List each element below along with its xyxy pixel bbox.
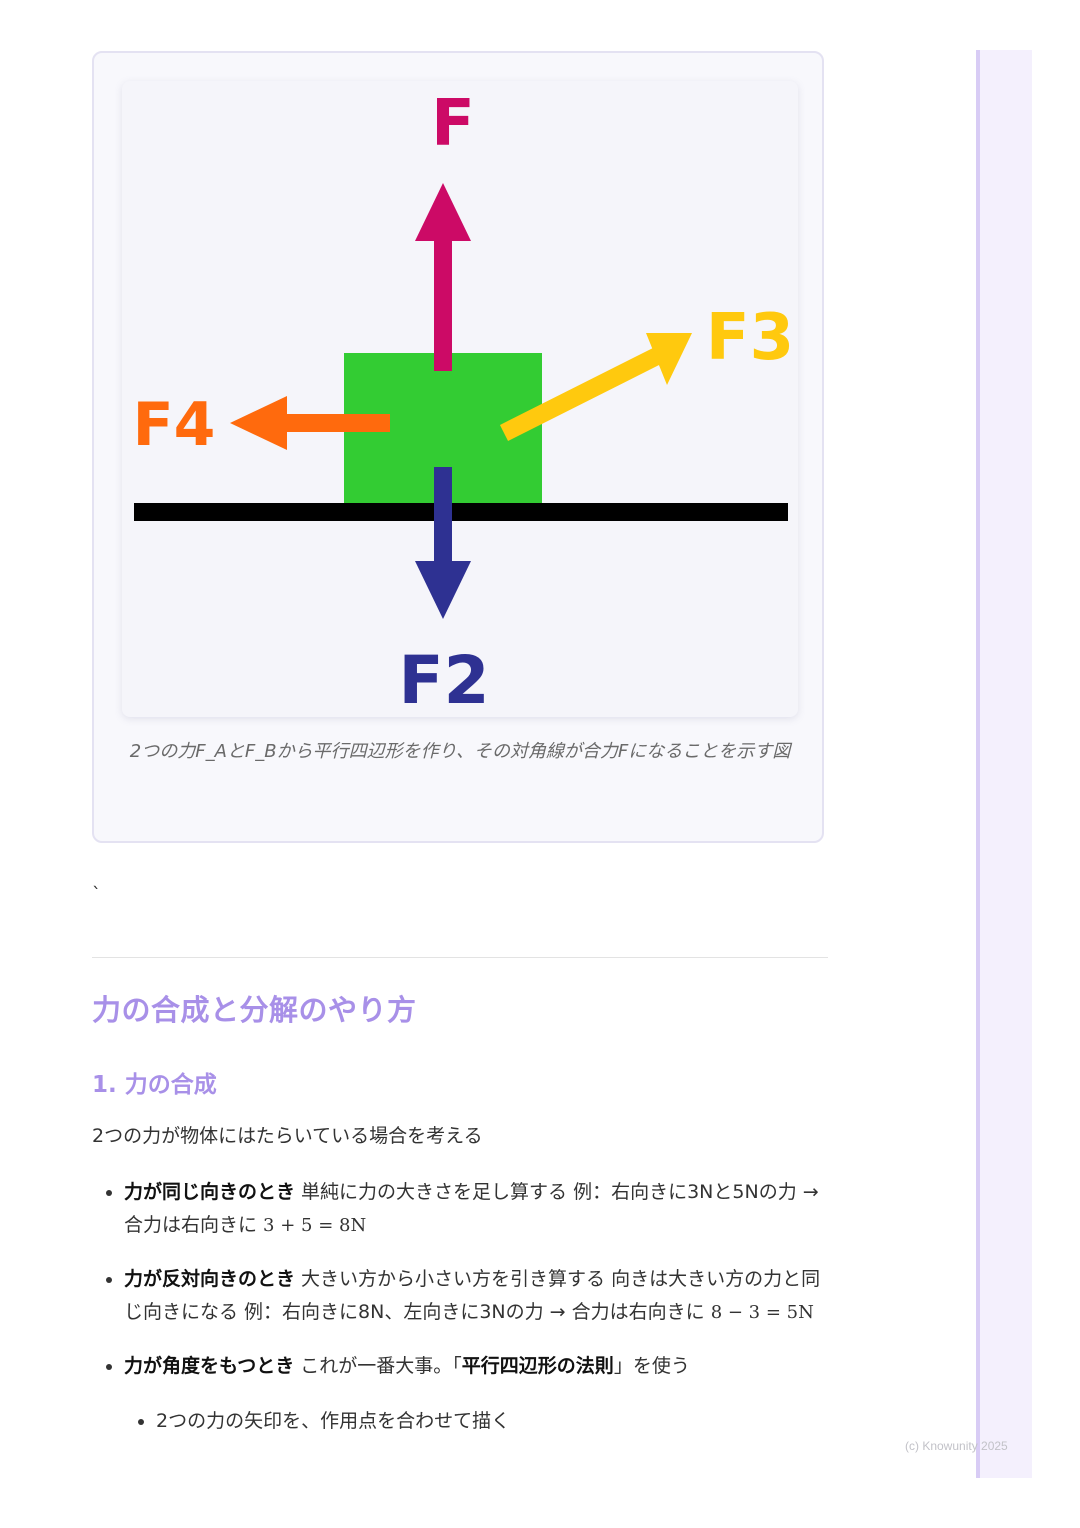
math-expression: 3 + 5 = 8N <box>263 1215 367 1236</box>
section-divider <box>92 957 828 958</box>
math-expression: 8 − 3 = 5N <box>710 1302 814 1323</box>
list-item-heading: 力が角度をもつとき <box>124 1355 295 1377</box>
list-item: 力が反対向きのとき 大きい方から小さい方を引き算する 向きは大きい方の力と同じ向… <box>124 1263 832 1329</box>
force-f4-arrow <box>230 396 390 450</box>
watermark: (c) Knowunity 2025 <box>905 1439 1008 1453</box>
label-f2: F2 <box>398 642 489 717</box>
force-diagram: F F2 F3 F4 <box>122 81 798 717</box>
list-item-text: 」を使う <box>613 1355 690 1377</box>
list-item-text: これが一番大事。「 <box>294 1355 462 1377</box>
sub-list: 2つの力の矢印を、作用点を合わせて描く <box>124 1405 832 1438</box>
figure-caption: 2つの力F_AとF_Bから平行四辺形を作り、その対角線が合力Fになることを示す図 <box>129 741 791 762</box>
section-title: 力の合成と分解のやり方 <box>92 993 417 1027</box>
list-item: 力が角度をもつとき これが一番大事。「平行四辺形の法則」を使う 2つの力の矢印を… <box>124 1350 832 1438</box>
intro-text: 2つの力が物体にはたらいている場合を考える <box>92 1125 483 1147</box>
label-f: F <box>431 87 475 161</box>
subsection-title: 1. 力の合成 <box>92 1072 217 1098</box>
list-item-text: 単純に力の大きさを足し算する 例：右向きに3Nと5Nの力 → 合力は右向きに <box>124 1181 819 1236</box>
list-item-heading: 力が反対向きのとき <box>124 1268 296 1290</box>
force-f-arrow <box>415 183 471 371</box>
force-f3-arrow <box>499 333 692 442</box>
label-f4: F4 <box>133 390 216 460</box>
force-f2-arrow <box>415 467 471 619</box>
ground-line <box>134 503 788 521</box>
sub-list-item: 2つの力の矢印を、作用点を合わせて描く <box>156 1405 832 1438</box>
label-f3: F3 <box>706 301 794 375</box>
figure-card: F F2 F3 F4 2つの力F_AとF_Bから平行四辺形を作り、その対角線が合… <box>92 51 824 843</box>
list-item-text: 大きい方から小さい方を引き算する 向きは大きい方の力と同じ向きになる 例：右向き… <box>124 1268 821 1323</box>
stray-backtick: ` <box>92 884 101 905</box>
law-name: 平行四辺形の法則 <box>461 1355 614 1377</box>
list-item-heading: 力が同じ向きのとき <box>124 1181 296 1203</box>
right-sidebar <box>976 50 1032 1478</box>
force-diagram-svg: F F2 F3 F4 <box>133 87 794 717</box>
list-item: 力が同じ向きのとき 単純に力の大きさを足し算する 例：右向きに3Nと5Nの力 →… <box>124 1176 832 1242</box>
composition-list: 力が同じ向きのとき 単純に力の大きさを足し算する 例：右向きに3Nと5Nの力 →… <box>92 1176 832 1459</box>
